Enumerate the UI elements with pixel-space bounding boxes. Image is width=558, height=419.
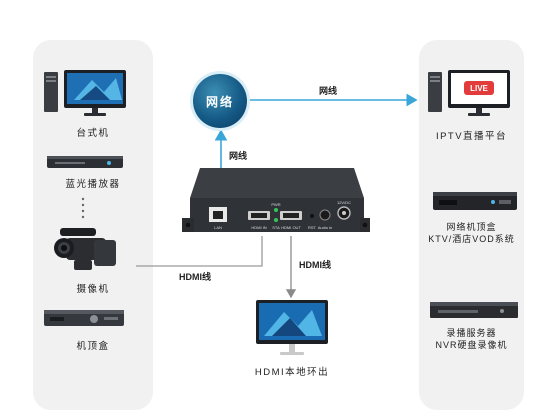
- port-label-hdmi-out: HDMI OUT: [281, 225, 301, 230]
- dest-label-stb: 网络机顶盒: [446, 222, 497, 232]
- dest-label-nvr: 录播服务器: [446, 328, 497, 338]
- dest-sublabel-stb: KTV/酒店VOD系统: [428, 234, 515, 244]
- dest-label-iptv: IPTV直播平台: [435, 131, 508, 142]
- network-label: 网络: [205, 94, 234, 109]
- nvr-recorder-icon: [430, 302, 518, 318]
- network-stb-icon: [433, 192, 517, 210]
- source-label-camera: 摄像机: [76, 284, 110, 295]
- port-label-sta: STA: [272, 225, 280, 230]
- live-monitor-icon: LIVE: [428, 70, 510, 116]
- local-monitor-icon: [256, 300, 328, 355]
- network-cloud: 网络: [193, 74, 247, 128]
- dest-sublabel-nvr: NVR硬盘录像机: [435, 340, 508, 350]
- svg-text:LIVE: LIVE: [470, 84, 488, 93]
- hdmi-input-line: [136, 236, 263, 267]
- source-label-stb: 机顶盒: [76, 341, 110, 352]
- desktop-pc-icon: [44, 70, 126, 116]
- port-label-lan: LAN: [214, 225, 222, 230]
- hdmi-out-label: HDMI线: [299, 260, 331, 270]
- port-label-hdmi-in: HDMI IN: [251, 225, 266, 230]
- source-label-bluray: 蓝光播放器: [65, 179, 121, 190]
- video-camera-icon: [54, 228, 116, 270]
- iptv-link-label: 网线: [319, 86, 338, 96]
- port-label-pwr: PWR: [271, 202, 280, 207]
- set-top-box-icon: [44, 310, 124, 326]
- hdmi-encoder-device: LAN HDMI IN PWR STA HDMI OUT RST Audio i…: [182, 168, 370, 232]
- port-label-rst: RST: [308, 225, 317, 230]
- source-label-desktop: 台式机: [76, 128, 110, 139]
- more-dots-icon: [81, 197, 85, 219]
- loop-out-label: HDMI本地环出: [254, 367, 330, 378]
- port-label-dc: 12V/DC: [337, 200, 351, 205]
- encoder-uplink-label: 网线: [229, 151, 248, 161]
- port-label-audio: Audio in: [318, 225, 332, 230]
- hdmi-in-label: HDMI线: [179, 272, 211, 282]
- bluray-player-icon: [47, 156, 123, 168]
